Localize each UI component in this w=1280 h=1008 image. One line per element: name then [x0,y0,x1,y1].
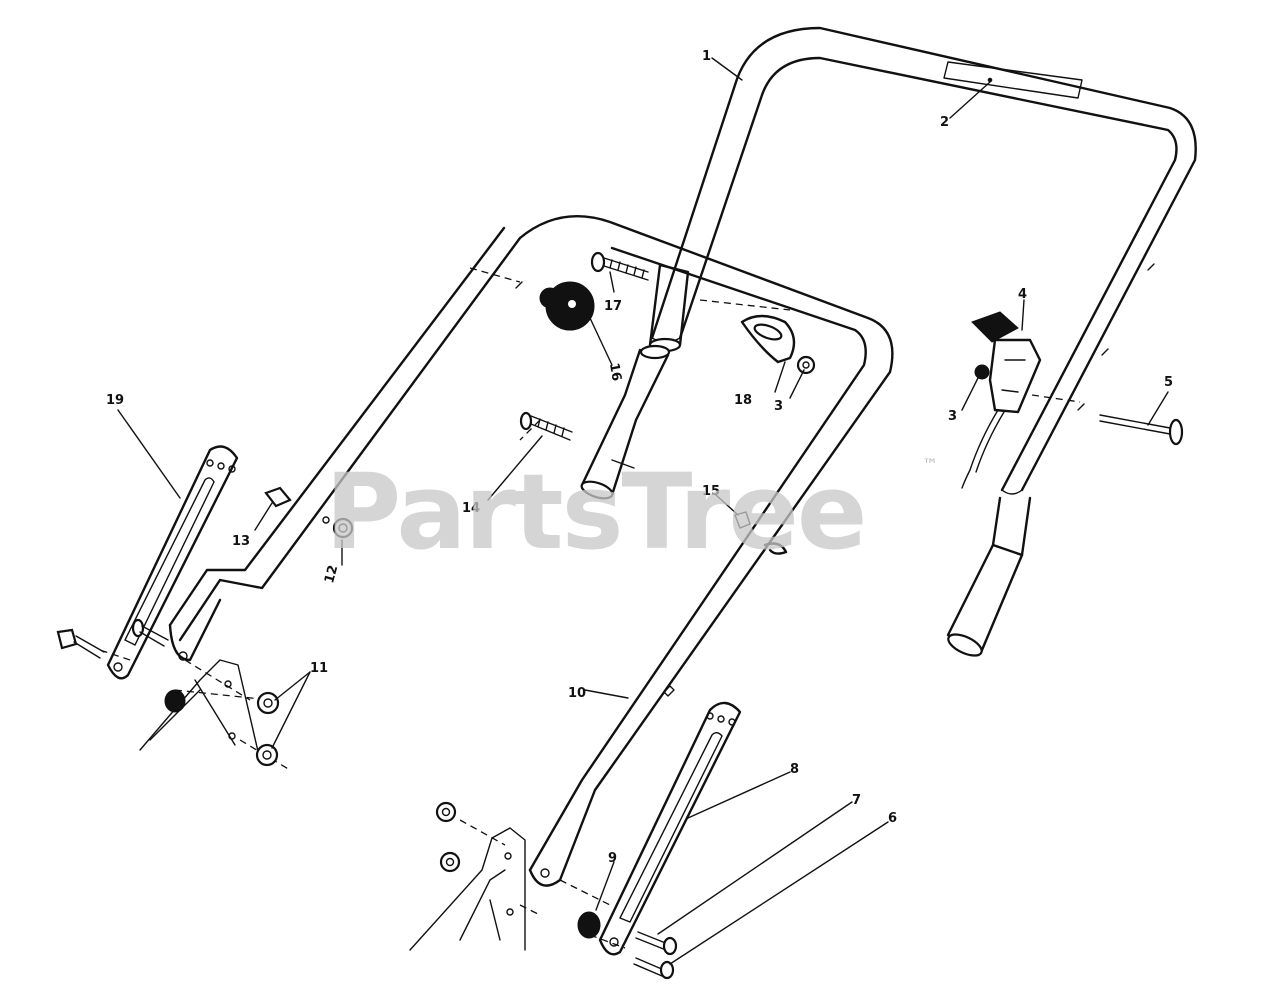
watermark: PartsTree ™ [325,451,938,573]
pin-13 [264,486,292,508]
bolt-7 [635,931,678,956]
clip-15 [734,511,788,555]
spacer-9 [577,911,601,939]
nut-right-mid [439,851,461,873]
nut-11b [255,743,279,767]
callout-11: 11 [310,661,328,676]
callout-4: 4 [1018,287,1027,302]
callout-14: 14 [462,501,480,516]
left-bracket [106,445,239,680]
control-switch-4 [961,311,1042,489]
callout-15: 15 [702,484,720,499]
cable-clip-18 [740,314,796,364]
upper-handle [650,26,1197,495]
callout-3b: 3 [948,409,957,424]
center-tube-section [580,263,690,500]
callout-13: 13 [232,534,250,549]
nut-11a [256,691,280,715]
callout-labels: 1 2 3 3 4 5 6 7 8 9 10 11 12 13 14 15 16… [106,49,1173,866]
bolt-5 [1099,414,1184,446]
callout-5: 5 [1164,375,1173,390]
upper-handle-lower-section [946,496,1032,657]
nut-3a [796,355,816,375]
watermark-trademark: ™ [922,455,938,474]
alignment-lines [99,267,1081,949]
nut-right-top [435,801,457,823]
callout-6: 6 [888,811,897,826]
callout-16: 16 [606,362,624,382]
callout-3a: 3 [774,399,783,414]
watermark-text: PartsTree [325,451,865,573]
nut-3b [974,364,990,380]
deck-fragment-left [139,659,261,761]
callout-1: 1 [702,49,711,64]
callout-9: 9 [608,851,617,866]
bolt-14 [519,411,573,441]
callout-12: 12 [322,564,341,585]
bolt-17 [590,251,649,281]
bolt-left-inner [131,618,169,647]
callout-17: 17 [604,299,622,314]
lower-handle [168,215,894,887]
leader-lines [117,57,1169,965]
callout-8: 8 [790,762,799,777]
bolt-6 [633,957,675,980]
callout-7: 7 [852,793,861,808]
deck-fragment-right [409,827,526,951]
callout-10: 10 [568,686,586,701]
callout-19: 19 [106,393,124,408]
spacer-left [164,689,186,713]
bolt-left-19 [56,628,105,659]
knob-16 [539,281,595,331]
nut-12 [332,517,354,539]
callout-18: 18 [734,393,752,408]
callout-2: 2 [940,115,949,130]
right-bracket [598,701,742,956]
